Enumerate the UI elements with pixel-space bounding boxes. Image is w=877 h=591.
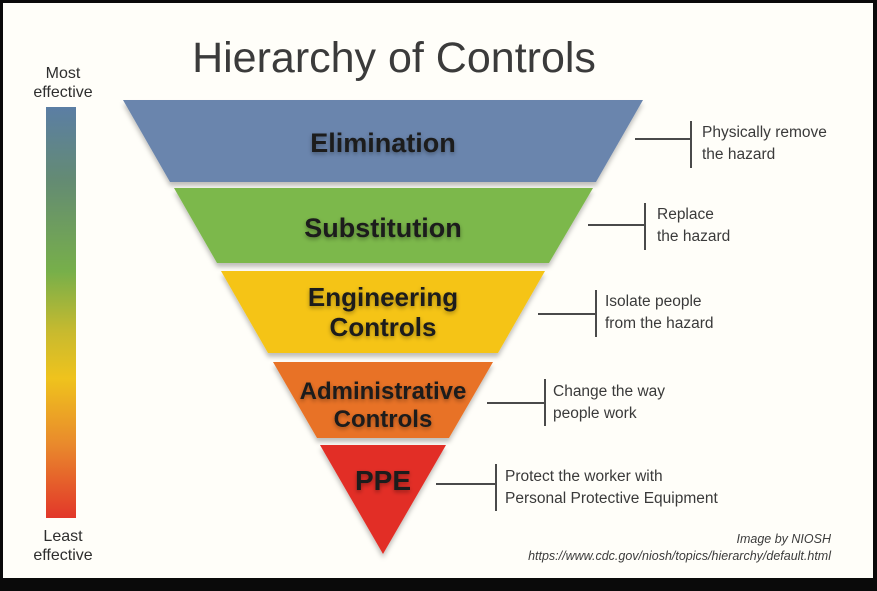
tick-line-substitution	[644, 203, 646, 250]
least-effective-line2: effective	[33, 547, 93, 564]
band-label-administrative-line1: Administrative	[300, 378, 467, 405]
band-label-ppe: PPE	[355, 465, 411, 496]
connector-line-engineering	[538, 313, 595, 315]
connector-line-elimination	[635, 138, 690, 140]
annotation-administrative: Change the way people work	[553, 381, 665, 425]
band-label-administrative-line2: Controls	[334, 406, 433, 433]
least-effective-label: Least effective	[15, 527, 111, 565]
connector-line-administrative	[487, 402, 544, 404]
annotation-engineering-line1: Isolate people	[605, 293, 702, 310]
inverted-pyramid: Elimination Substitution Engineering Con…	[123, 100, 643, 554]
most-effective-label: Most effective	[15, 64, 111, 102]
annotation-substitution-line1: Replace	[657, 206, 714, 223]
band-elimination	[123, 100, 643, 182]
annotation-substitution-line2: the hazard	[657, 228, 731, 245]
annotation-ppe: Protect the worker with Personal Protect…	[505, 466, 718, 510]
tick-line-administrative	[544, 379, 546, 426]
band-label-substitution: Substitution	[304, 213, 461, 243]
effectiveness-gradient-bar	[46, 107, 76, 518]
credit-url: https://www.cdc.gov/niosh/topics/hierarc…	[528, 549, 831, 563]
annotation-engineering: Isolate people from the hazard	[605, 291, 714, 335]
connector-line-substitution	[588, 224, 644, 226]
annotation-substitution: Replace the hazard	[657, 204, 730, 248]
image-credit: Image by NIOSH https://www.cdc.gov/niosh…	[528, 531, 831, 565]
annotation-elimination-line2: the hazard	[702, 146, 776, 163]
band-label-engineering-line1: Engineering	[308, 282, 458, 312]
tick-line-elimination	[690, 121, 692, 168]
band-label-elimination: Elimination	[310, 128, 456, 158]
annotation-administrative-line1: Change the way	[553, 383, 666, 400]
tick-line-engineering	[595, 290, 597, 337]
credit-attribution: Image by NIOSH	[736, 532, 831, 546]
band-administrative-controls	[273, 362, 493, 438]
band-substitution	[174, 188, 593, 263]
annotation-engineering-line2: from the hazard	[605, 315, 714, 332]
hierarchy-of-controls-diagram: Hierarchy of Controls Most effective Lea…	[3, 3, 873, 578]
annotation-administrative-line2: people work	[553, 405, 637, 422]
annotation-elimination: Physically remove the hazard	[702, 122, 827, 166]
annotation-ppe-line1: Protect the worker with	[505, 468, 663, 485]
page-title: Hierarchy of Controls	[192, 34, 596, 82]
band-ppe	[320, 445, 446, 554]
least-effective-line1: Least	[43, 528, 83, 545]
band-label-engineering-line2: Controls	[330, 312, 437, 342]
connector-line-ppe	[436, 483, 495, 485]
band-engineering-controls	[221, 271, 545, 353]
tick-line-ppe	[495, 464, 497, 511]
most-effective-line1: Most	[45, 65, 81, 82]
annotation-elimination-line1: Physically remove	[702, 124, 827, 141]
annotation-ppe-line2: Personal Protective Equipment	[505, 490, 718, 507]
most-effective-line2: effective	[33, 84, 93, 101]
